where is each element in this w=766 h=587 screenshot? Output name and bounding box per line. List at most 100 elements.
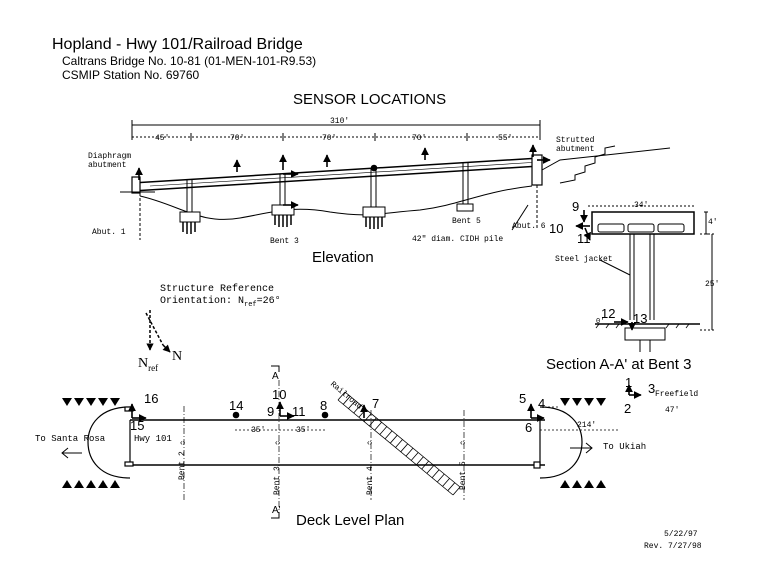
railroad-tie bbox=[395, 439, 403, 448]
section-mark-a: A bbox=[272, 371, 279, 382]
railroad-ties: /* ties drawn below */ bbox=[337, 391, 461, 496]
sensor-8: 8 bbox=[320, 398, 328, 413]
elevation-view bbox=[120, 120, 671, 240]
deck-plan-caption: Deck Level Plan bbox=[296, 512, 405, 529]
page-title: Hopland - Hwy 101/Railroad Bridge bbox=[52, 36, 303, 53]
section-a-a bbox=[588, 205, 716, 352]
revision-label: Rev. 7/27/98 bbox=[644, 542, 702, 551]
section-depth-label: 4' bbox=[708, 218, 718, 227]
railroad-tie bbox=[452, 486, 461, 496]
sensor-2: 2 bbox=[624, 401, 632, 416]
bent-5-label: Bent 5 bbox=[452, 217, 481, 226]
elevation-caption: Elevation bbox=[312, 249, 374, 266]
sensor-13: 13 bbox=[633, 311, 648, 326]
overall-length-label: 310' bbox=[330, 117, 350, 126]
sensor-10-section: 10 bbox=[549, 221, 564, 236]
section-height-label: 25' bbox=[705, 280, 720, 289]
railroad-tie bbox=[389, 434, 398, 444]
bent-4 bbox=[362, 168, 386, 229]
span-3-label: 70' bbox=[322, 134, 337, 143]
railroad-tie bbox=[342, 396, 351, 405]
railroad-tie bbox=[400, 443, 409, 453]
railroad-tie bbox=[410, 452, 419, 461]
embankment-markers bbox=[62, 398, 606, 488]
section-width-label: 34' bbox=[634, 201, 649, 210]
railroad-tie bbox=[363, 413, 372, 422]
pile-label: 42" diam. CIDH pile bbox=[412, 235, 504, 244]
railroad-tie bbox=[405, 447, 414, 457]
sensor-9: 9 bbox=[572, 199, 580, 214]
railroad-tie bbox=[384, 430, 393, 440]
sensor-locations-title: SENSOR LOCATIONS bbox=[293, 91, 447, 108]
date-label: 5/22/97 bbox=[664, 530, 698, 539]
sensor-14: 14 bbox=[229, 398, 244, 413]
elevation-sensors bbox=[135, 144, 551, 209]
svg-text:‹›: ‹› bbox=[180, 438, 186, 447]
sensor-5: 5 bbox=[519, 391, 527, 406]
ground-label: 0' bbox=[596, 318, 605, 326]
bent-5-plan-label: Bent 5 bbox=[459, 461, 468, 490]
span-5-label: 55' bbox=[498, 134, 513, 143]
dim-35-b: 35' bbox=[296, 426, 311, 435]
nref-label: Nref bbox=[138, 356, 159, 373]
steel-jacket-label: Steel jacket bbox=[555, 255, 613, 264]
sensor-15: 15 bbox=[130, 418, 145, 433]
dim-214: 214' bbox=[577, 421, 597, 430]
railroad-tie bbox=[437, 473, 445, 483]
sensor-11-section: 11 bbox=[577, 231, 591, 246]
span-1-label: 45' bbox=[155, 134, 170, 143]
abut-1-label: Abut. 1 bbox=[92, 228, 126, 237]
north-label: N bbox=[172, 349, 183, 364]
diaphragm-label: Diaphragm bbox=[88, 152, 132, 161]
svg-text:‹›: ‹› bbox=[460, 438, 466, 447]
section-sensors bbox=[575, 210, 636, 331]
railroad-tie bbox=[348, 400, 356, 409]
section-mark-a-prime: A' bbox=[272, 505, 281, 516]
bent-4-plan-label: Bent 4 bbox=[366, 466, 375, 495]
bridge-number: Caltrans Bridge No. 10-81 (01-MEN-101-R9… bbox=[62, 54, 317, 68]
dim-47: 47' bbox=[665, 406, 680, 415]
railroad-tie bbox=[369, 417, 377, 427]
orientation-line-2: Orientation: Nref=26° bbox=[160, 296, 281, 309]
railroad-tie bbox=[353, 404, 361, 414]
sensor-4: 4 bbox=[538, 396, 546, 411]
deck-top bbox=[131, 157, 541, 184]
to-ukiah-label: To Ukiah bbox=[603, 442, 647, 452]
span-4-label: 70' bbox=[412, 134, 427, 143]
to-santa-rosa-label: To Santa Rosa bbox=[35, 434, 106, 444]
sensor-7: 7 bbox=[372, 396, 380, 411]
abutment-left-label: abutment bbox=[88, 161, 127, 170]
orientation-arrows bbox=[145, 310, 171, 353]
deck-bottom bbox=[131, 165, 541, 192]
plan-sensors bbox=[128, 384, 642, 422]
freefield-label: Freefield bbox=[655, 390, 699, 399]
bent-5 bbox=[456, 163, 474, 212]
hwy-label: Hwy 101 bbox=[134, 434, 172, 444]
svg-text:‹›: ‹› bbox=[367, 438, 373, 447]
railroad-tie bbox=[416, 456, 424, 466]
sensor-6: 6 bbox=[525, 420, 533, 435]
section-caption: Section A-A' at Bent 3 bbox=[546, 356, 692, 373]
bent-2 bbox=[179, 180, 201, 234]
railroad-tie bbox=[358, 409, 367, 418]
station-number: CSMIP Station No. 69760 bbox=[62, 68, 200, 82]
abutment-1 bbox=[131, 176, 141, 194]
svg-text:‹›: ‹› bbox=[275, 438, 281, 447]
railroad-tie bbox=[431, 469, 440, 478]
railroad-tie bbox=[374, 421, 382, 431]
railroad-tie bbox=[442, 478, 450, 487]
abut-6-label: Abut. 6 bbox=[512, 222, 546, 231]
abutment-right-label: abutment bbox=[556, 145, 595, 154]
railroad-tie bbox=[379, 426, 388, 435]
span-2-label: 70' bbox=[230, 134, 245, 143]
bent-2-plan-label: Bent 2 bbox=[178, 451, 187, 480]
railroad-tie bbox=[337, 391, 346, 401]
railroad-tie bbox=[447, 482, 456, 491]
bent-3-label: Bent 3 bbox=[270, 237, 299, 246]
bent-3-plan-label: Bent 3 bbox=[273, 466, 282, 495]
orientation-line-1: Structure Reference bbox=[160, 284, 275, 295]
strutted-label: Strutted bbox=[556, 136, 595, 145]
sensor-1: 1 bbox=[625, 375, 633, 390]
sensor-9-plan: 9 bbox=[267, 404, 275, 419]
